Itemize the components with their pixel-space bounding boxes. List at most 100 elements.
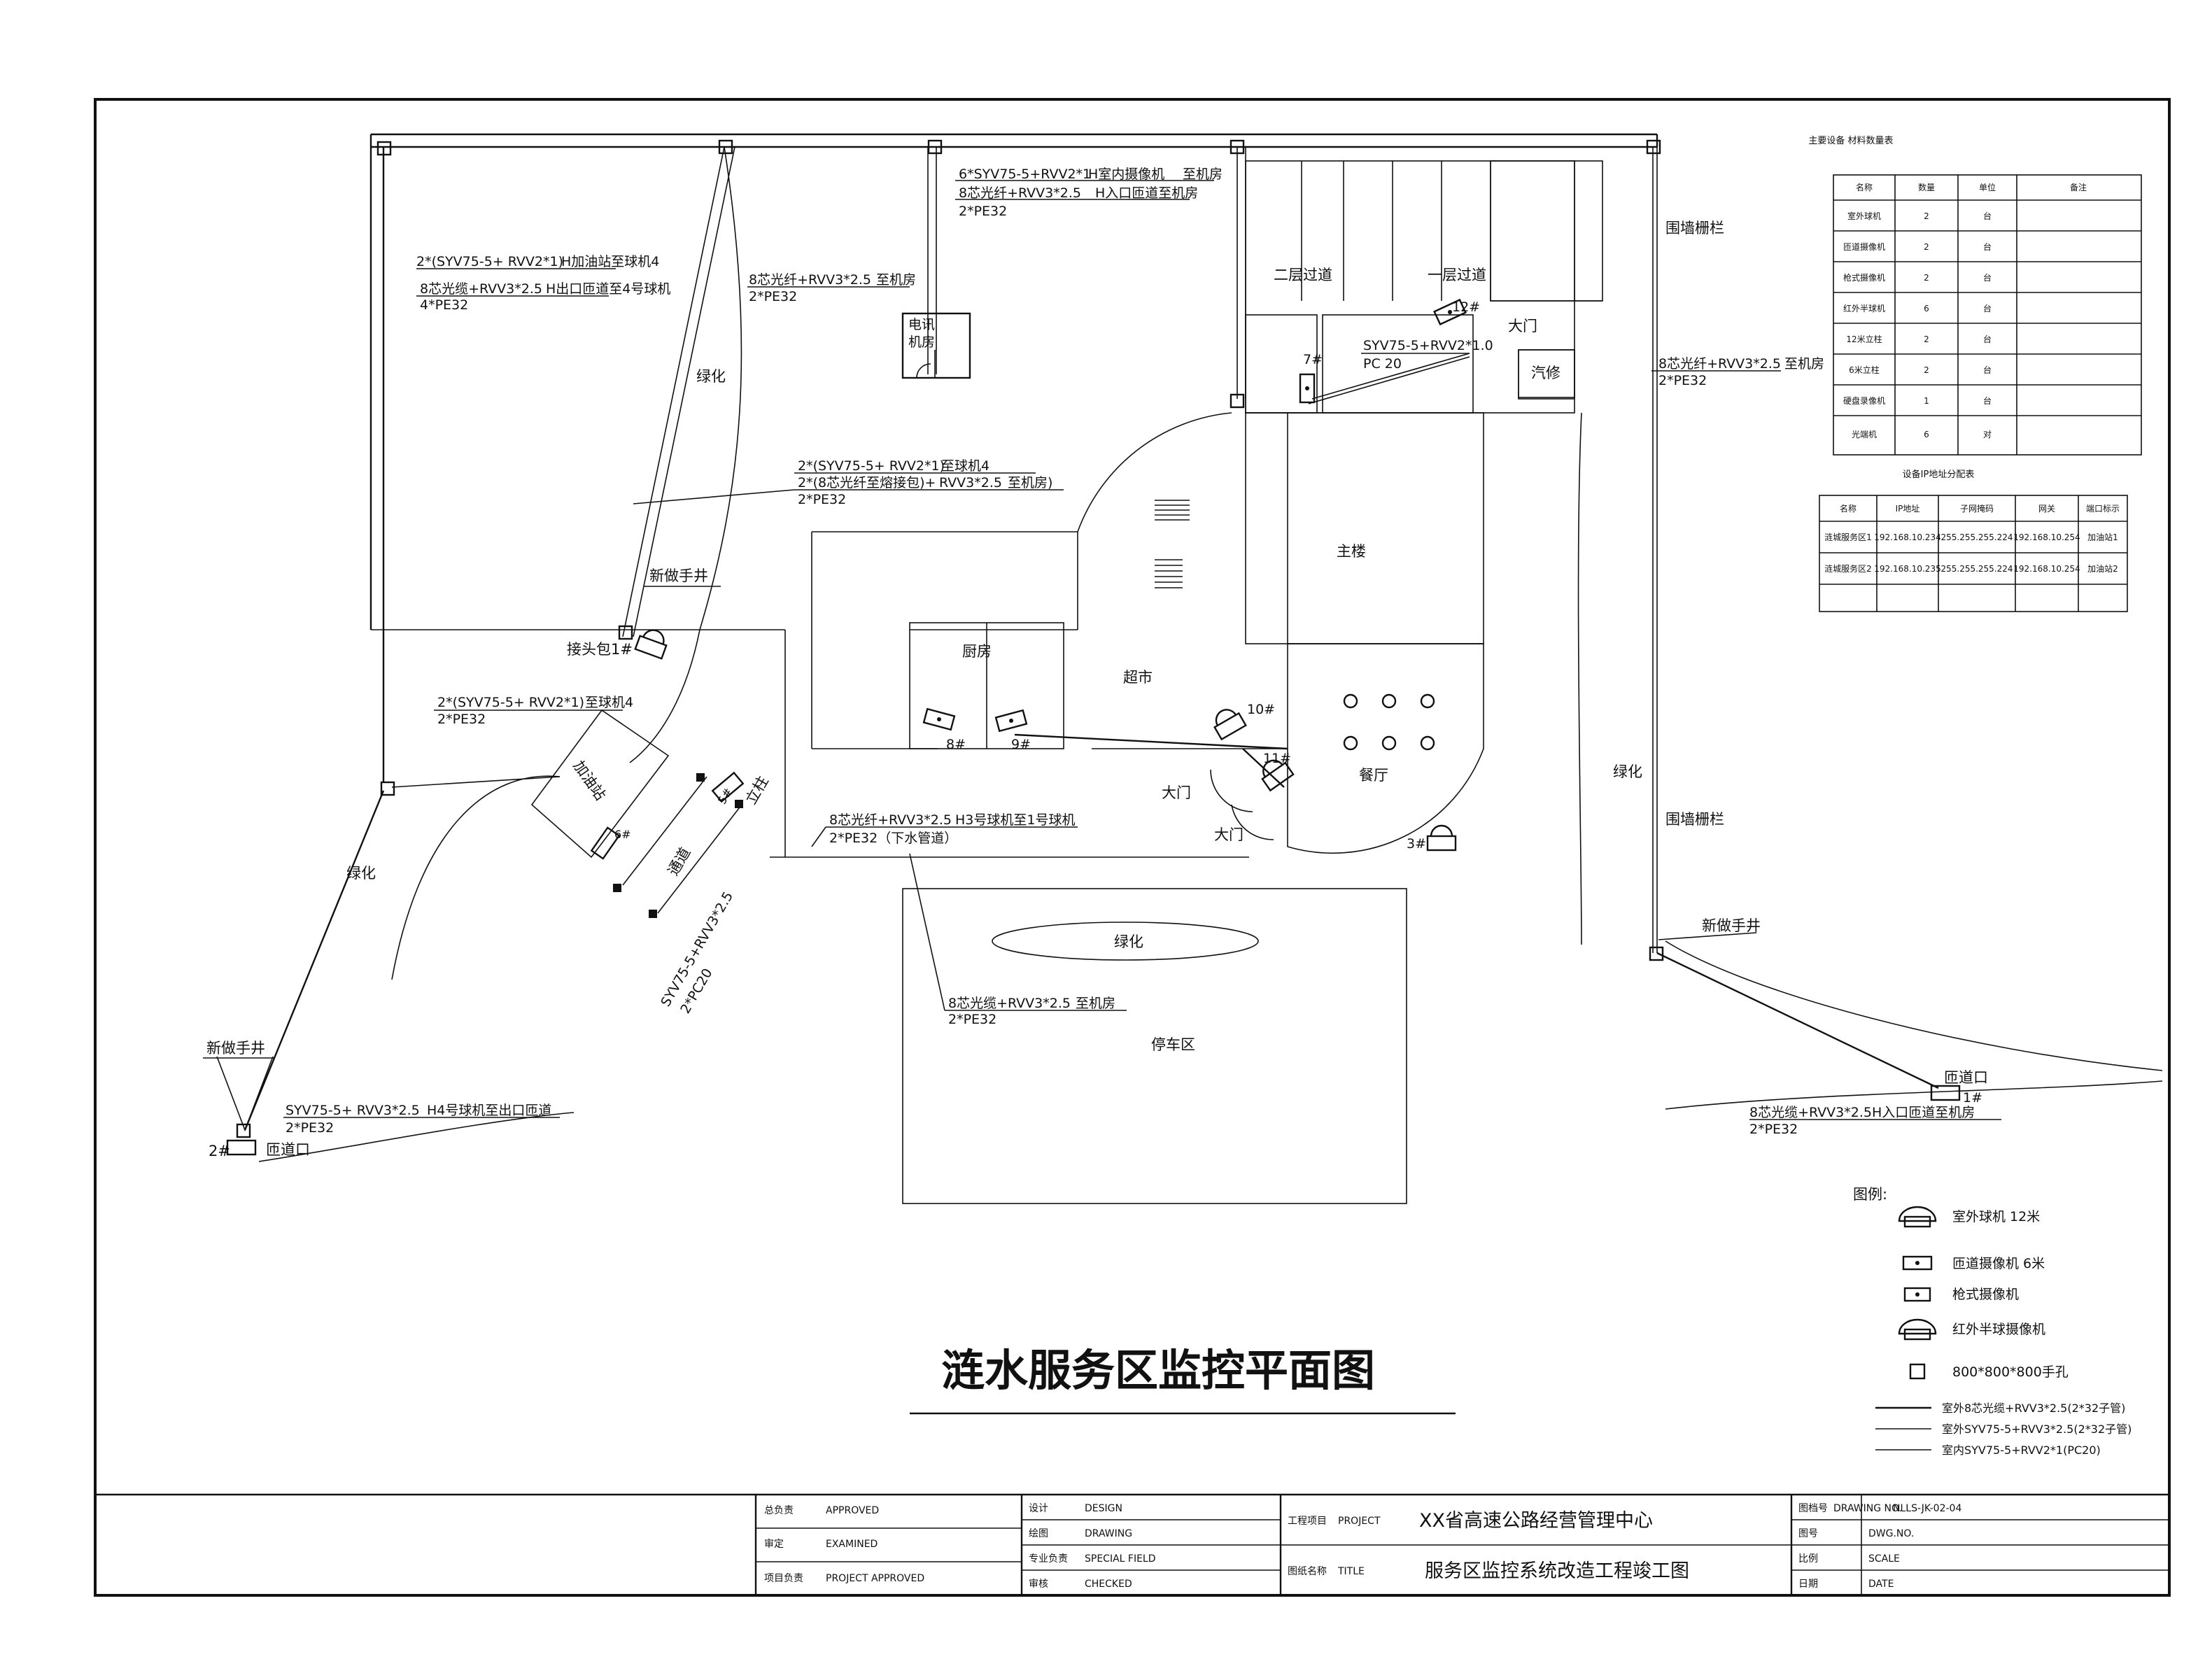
landscape-curves [216, 146, 2163, 1162]
ir-dome-camera-icon [1213, 709, 1247, 741]
equipment-table-rows: 室外球机 2 台 匝道摄像机 2 台 枪式摄像机 2 台 红外半球机 6 台 1… [1843, 211, 1992, 439]
cable-label: 8芯光纤+RVV3*2.5 [959, 185, 1081, 201]
legend-label: 800*800*800手孔 [1952, 1364, 2069, 1380]
svg-text:PROJECT APPROVED: PROJECT APPROVED [826, 1573, 924, 1584]
svg-text:专业负责: 专业负责 [1029, 1553, 1068, 1565]
cable-label: H加油站至球机4 [561, 254, 659, 269]
cable-label: 8芯光缆+RVV3*2.5 [420, 281, 542, 297]
cable-label: 至机房 [1076, 996, 1115, 1011]
cable-label: 6*SYV75-5+RVV2*1 [959, 167, 1091, 182]
camera-number: 1# [611, 641, 633, 658]
cable-label: 8芯光纤+RVV3*2.5 [829, 812, 952, 828]
cable-label: 2*PE32 [948, 1012, 996, 1027]
svg-text:名称: 名称 [1856, 182, 1873, 192]
supermarket-label: 超市 [1123, 669, 1153, 686]
main-building-label: 主楼 [1337, 543, 1366, 560]
ramp-camera-icon [1902, 1255, 1933, 1271]
camera-number: 12# [1452, 299, 1480, 315]
cable-label: 至机房 [876, 272, 916, 288]
ip-table-title: 设备IP地址分配表 [1903, 469, 1975, 480]
main-building [811, 160, 1603, 854]
svg-text:台: 台 [1983, 395, 1992, 406]
ir-dome-camera-icon [1426, 824, 1457, 852]
svg-text:单位: 单位 [1979, 182, 1996, 192]
camera-number: 11# [1263, 751, 1291, 766]
junction-label: 接头包 [567, 641, 611, 658]
svg-text:2: 2 [1924, 211, 1929, 221]
svg-text:2: 2 [1924, 242, 1929, 252]
svg-text:192.168.10.254: 192.168.10.254 [2013, 532, 2080, 542]
svg-text:备注: 备注 [2070, 182, 2087, 192]
svg-text:设计: 设计 [1029, 1503, 1048, 1514]
bullet-camera-icon [1433, 298, 1467, 326]
ramp-label: 匝道口 [1944, 1069, 1988, 1086]
camera-number: 5# [715, 786, 735, 807]
parking-label: 停车区 [1151, 1036, 1195, 1053]
door-label: 大门 [1508, 318, 1537, 334]
cable-label: 2*(SYV75-5+ RVV2*1) [416, 254, 563, 269]
dome-camera-icon [1898, 1206, 1937, 1228]
legend-label: 室外球机 12米 [1952, 1209, 2040, 1224]
cable-label: H入口匝道至机房 [1872, 1105, 1975, 1120]
well-label: 新做手井 [206, 1040, 265, 1057]
svg-text:日期: 日期 [1798, 1579, 1818, 1590]
bullet-camera-icon [922, 707, 956, 731]
cable-label: 至球机4 [585, 695, 633, 710]
ip-table-rows: 涟城服务区1 192.168.10.234 255.255.255.224 19… [1824, 532, 2118, 574]
svg-text:工程项目: 工程项目 [1288, 1516, 1327, 1527]
svg-text:网关: 网关 [2038, 504, 2055, 514]
svg-text:255.255.255.224: 255.255.255.224 [1940, 532, 2013, 542]
svg-text:枪式摄像机: 枪式摄像机 [1843, 272, 1885, 283]
svg-text:192.168.10.235: 192.168.10.235 [1874, 564, 1940, 574]
svg-text:加油站2: 加油站2 [2087, 564, 2118, 574]
cable-label: 2*PE32 [798, 492, 846, 507]
svg-text:台: 台 [1983, 303, 1992, 313]
svg-text:项目负责: 项目负责 [764, 1573, 803, 1584]
svg-text:台: 台 [1983, 334, 1992, 344]
svg-text:总负责: 总负责 [764, 1505, 794, 1516]
drawing-number: NLLS-JK-02-04 [1893, 1503, 1961, 1514]
server-room [901, 312, 971, 379]
well-label: 新做手井 [1702, 917, 1761, 934]
ramp-camera-icon [590, 826, 621, 860]
cable-label: 2*PE32 [437, 712, 486, 727]
camera-number: 9# [1011, 737, 1031, 752]
cable-label: 2*(SYV75-5+ RVV2*1) [437, 695, 584, 710]
svg-text:2: 2 [1924, 365, 1929, 375]
svg-text:DWG.NO.: DWG.NO. [1868, 1528, 1914, 1539]
legend: 图例: 室外球机 12米 匝道摄像机 6米 枪式摄像机 红外半球摄像机 800*… [1853, 1186, 2132, 1457]
equipment-table: 主要设备 材料数量表 名称 数量 单位 备注 室外球机 2 台 匝道摄像机 2 … [1808, 135, 2142, 456]
fence-label: 围墙栅栏 [1665, 811, 1724, 828]
ramp-label: 匝道口 [266, 1141, 310, 1158]
ir-dome-camera-icon [1898, 1318, 1937, 1341]
svg-text:192.168.10.254: 192.168.10.254 [2013, 564, 2080, 574]
svg-text:DRAWING NO.: DRAWING NO. [1833, 1503, 1902, 1514]
equipment-table-header: 名称 数量 单位 备注 [1856, 182, 2087, 192]
svg-text:255.255.255.224: 255.255.255.224 [1940, 564, 2013, 574]
svg-text:台: 台 [1983, 272, 1992, 283]
road-label: 通道 [665, 845, 694, 878]
hand-hole-icon [1909, 1363, 1926, 1380]
area-label: 绿化 [346, 865, 376, 882]
svg-text:加油站1: 加油站1 [2087, 532, 2118, 542]
svg-text:CHECKED: CHECKED [1085, 1579, 1132, 1590]
svg-text:红外半球机: 红外半球机 [1843, 303, 1885, 313]
svg-text:IP地址: IP地址 [1896, 504, 1920, 514]
door-label: 大门 [1214, 826, 1244, 843]
camera-number: 1# [1963, 1090, 1982, 1106]
repair-label: 汽修 [1531, 365, 1561, 381]
well-label: 新做手井 [649, 567, 708, 584]
cable-label: SYV75-5+RVV2*1.0 [1363, 338, 1493, 353]
cable-label: RVV3*2.5 [939, 475, 1002, 490]
project-name: XX省高速公路经营管理中心 [1419, 1510, 1653, 1532]
ip-table: 设备IP地址分配表 名称 IP地址 子网掩码 网关 端口标示 涟城服务区1 19… [1819, 469, 2128, 612]
svg-text:DATE: DATE [1868, 1579, 1894, 1590]
svg-text:DRAWING: DRAWING [1085, 1528, 1132, 1539]
ip-table-header: 名称 IP地址 子网掩码 网关 端口标示 [1840, 503, 2120, 514]
svg-text:台: 台 [1983, 241, 1992, 252]
ramp-camera-icon [1930, 1085, 1961, 1101]
svg-text:PROJECT: PROJECT [1338, 1516, 1381, 1527]
cable-label: 至机房 [1183, 167, 1223, 182]
cable-runs [244, 146, 1939, 1131]
